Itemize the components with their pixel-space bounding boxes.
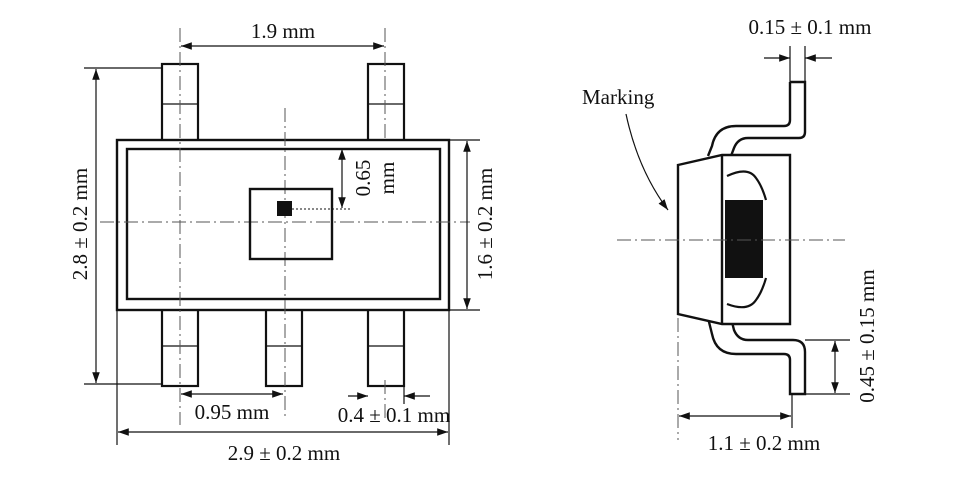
label-total-height: 2.8 ± 0.2 mm: [68, 168, 92, 280]
dim-side-width: 1.1 ± 0.2 mm: [679, 394, 820, 455]
marking-callout: Marking: [582, 85, 669, 211]
marking-dot: [277, 201, 292, 216]
dim-mark-offset: 0.65 mm: [338, 149, 399, 208]
dim-pin-pitch-bottom: 0.95 mm: [181, 390, 283, 424]
top-view: 1.9 mm 2.8 ± 0.2 mm 1.6 ± 0.2 mm 0.65 mm…: [68, 19, 497, 465]
bottom-pin-right: [366, 306, 406, 388]
label-mark-offset-unit: mm: [375, 162, 399, 195]
package-body-inner: [125, 147, 442, 301]
dim-lead-thickness: 0.15 ± 0.1 mm: [749, 15, 872, 82]
dim-pin-pitch-top: 1.9 mm: [181, 19, 384, 50]
dim-body-width: 2.9 ± 0.2 mm: [116, 310, 450, 465]
label-body-width: 2.9 ± 0.2 mm: [228, 441, 340, 465]
side-view: Marking 0.15 ± 0.1 mm 0.45 ± 0.15 mm 1.1…: [582, 15, 879, 455]
label-lead-height: 0.45 ± 0.15 mm: [855, 269, 879, 402]
label-pin-pitch-bottom: 0.95 mm: [195, 400, 270, 424]
label-lead-thickness: 0.15 ± 0.1 mm: [749, 15, 872, 39]
side-die: [725, 200, 763, 278]
dim-pin-width: 0.4 ± 0.1 mm: [338, 386, 450, 427]
label-pin-width: 0.4 ± 0.1 mm: [338, 403, 450, 427]
top-pin-right: [366, 62, 406, 144]
marking-frame: [248, 187, 334, 261]
bottom-pin-middle: [264, 306, 304, 388]
label-pin-pitch-top: 1.9 mm: [251, 19, 315, 43]
label-side-width: 1.1 ± 0.2 mm: [708, 431, 820, 455]
dim-body-height: 1.6 ± 0.2 mm: [450, 139, 497, 311]
side-lead: [706, 80, 807, 396]
label-mark-offset-value: 0.65: [351, 160, 375, 197]
package-body-outer: [115, 138, 451, 312]
label-body-height: 1.6 ± 0.2 mm: [473, 168, 497, 280]
dim-total-height: 2.8 ± 0.2 mm: [68, 67, 162, 385]
side-wire-bottom: [726, 277, 768, 309]
dim-lead-height: 0.45 ± 0.15 mm: [805, 269, 879, 403]
side-wire-top: [726, 170, 768, 201]
label-marking: Marking: [582, 85, 655, 109]
